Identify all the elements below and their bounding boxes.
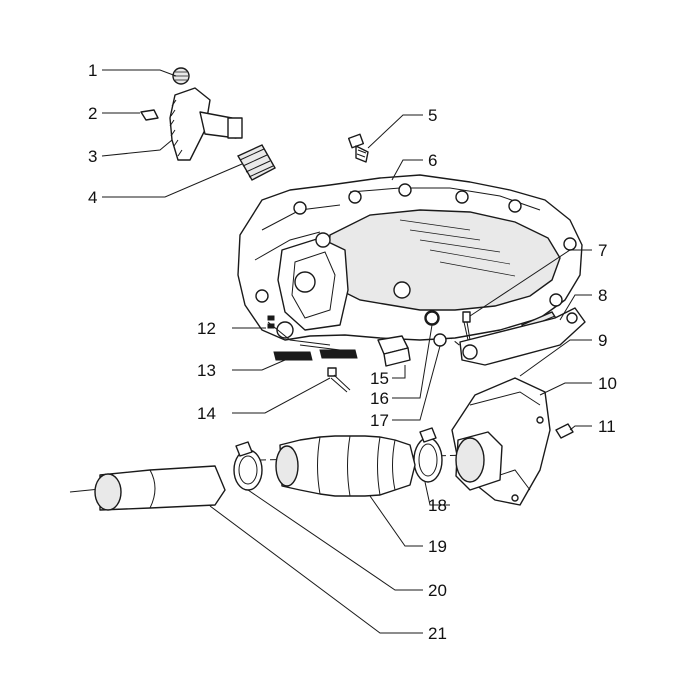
label-part-1: 1 <box>88 61 97 80</box>
kickstart-spring <box>237 144 276 181</box>
part-number-labels: 1 2 3 4 5 6 7 8 9 10 11 12 13 14 15 16 1… <box>88 61 617 643</box>
label-part-10: 10 <box>598 374 617 393</box>
label-part-4: 4 <box>88 188 97 207</box>
kickstart-gear-assembly <box>140 67 243 161</box>
label-part-7: 7 <box>598 241 607 260</box>
label-part-14: 14 <box>197 404 216 423</box>
label-part-9: 9 <box>598 331 607 350</box>
label-part-19: 19 <box>428 537 447 556</box>
air-duct-shroud <box>451 377 551 506</box>
label-part-3: 3 <box>88 147 97 166</box>
label-part-17: 17 <box>370 411 389 430</box>
label-part-21: 21 <box>428 624 447 643</box>
label-part-18: 18 <box>428 496 447 515</box>
screw-14 <box>327 367 351 393</box>
intake-tube <box>94 465 226 511</box>
screw-11 <box>555 423 574 439</box>
leader-lines <box>101 69 592 634</box>
label-part-12: 12 <box>197 319 216 338</box>
bracket-9 <box>459 307 586 366</box>
label-part-15: 15 <box>370 369 389 388</box>
bolt-5 <box>347 133 369 163</box>
label-part-13: 13 <box>197 361 216 380</box>
label-part-8: 8 <box>598 286 607 305</box>
label-part-6: 6 <box>428 151 437 170</box>
label-part-2: 2 <box>88 104 97 123</box>
label-part-16: 16 <box>370 389 389 408</box>
gasket-pads <box>273 349 358 361</box>
label-part-11: 11 <box>598 417 616 436</box>
label-part-5: 5 <box>428 106 437 125</box>
clip-parts <box>377 311 447 367</box>
clamp-ring-18 <box>413 427 443 483</box>
label-part-20: 20 <box>428 581 447 600</box>
bolt-7 <box>462 311 471 341</box>
bellows-hose <box>275 435 416 497</box>
hose-clamp-20 <box>233 441 263 491</box>
